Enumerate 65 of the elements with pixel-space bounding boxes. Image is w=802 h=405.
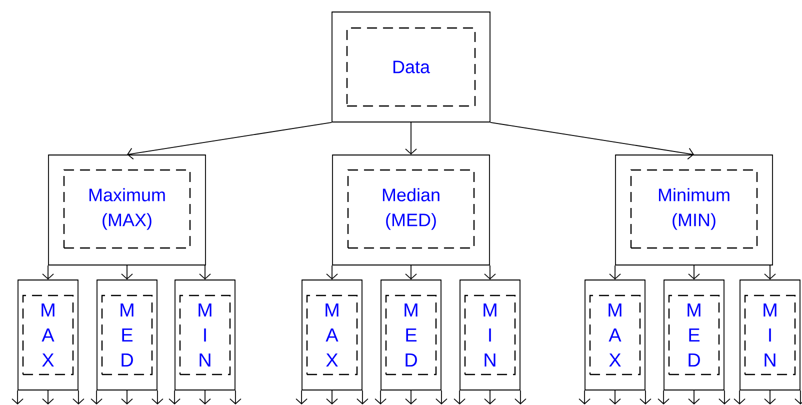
arrow xyxy=(734,390,746,404)
arrow xyxy=(514,390,526,404)
dashed-box: M I N xyxy=(179,294,231,376)
arrow xyxy=(42,265,54,280)
dashed-box: Minimum (MIN) xyxy=(630,169,758,249)
arrow xyxy=(688,390,700,404)
dashed-box: M E D xyxy=(101,294,153,376)
arrow xyxy=(127,122,332,160)
box xyxy=(584,280,646,390)
arrow xyxy=(658,390,670,404)
arrow xyxy=(42,390,54,404)
dashed-box: Data xyxy=(346,27,476,107)
dashed-box: M I N xyxy=(464,294,516,376)
dashed-box: Maximum (MAX) xyxy=(63,169,191,249)
arrow xyxy=(199,390,211,404)
arrow xyxy=(640,390,652,404)
arrow xyxy=(436,390,448,404)
arrow xyxy=(72,390,84,404)
arrow xyxy=(484,390,496,404)
arrow xyxy=(405,122,417,155)
box xyxy=(174,280,236,390)
dashed-box: M A X xyxy=(22,294,74,376)
arrow xyxy=(609,390,621,404)
dashed-box: M E D xyxy=(385,294,437,376)
dashed-box: M A X xyxy=(589,294,641,376)
arrow xyxy=(578,390,590,404)
box xyxy=(18,280,78,390)
arrow xyxy=(374,390,386,404)
box xyxy=(332,12,490,122)
dashed-box: M A X xyxy=(306,294,358,376)
arrow xyxy=(152,390,164,404)
arrow xyxy=(764,265,776,280)
arrow xyxy=(326,265,338,280)
arrow xyxy=(296,390,308,404)
box xyxy=(740,280,800,390)
dashed-box: M E D xyxy=(668,294,720,376)
box xyxy=(302,280,362,390)
box xyxy=(615,154,773,266)
arrow xyxy=(405,265,417,280)
arrow xyxy=(718,390,730,404)
arrow xyxy=(490,122,694,160)
arrow xyxy=(121,390,133,404)
arrow xyxy=(688,265,700,280)
arrow xyxy=(90,390,102,404)
arrow xyxy=(230,390,242,404)
arrow xyxy=(199,265,211,280)
dashed-box: M I N xyxy=(744,294,796,376)
box xyxy=(380,280,442,390)
arrow xyxy=(764,390,776,404)
arrow xyxy=(484,265,496,280)
arrow xyxy=(121,265,133,280)
arrow xyxy=(609,265,621,280)
box xyxy=(96,280,158,390)
box xyxy=(664,280,724,390)
box xyxy=(48,154,206,266)
dashed-box: Median (MED) xyxy=(347,169,475,249)
arrow xyxy=(405,390,417,404)
box xyxy=(460,280,520,390)
arrow xyxy=(12,390,24,404)
arrow xyxy=(356,390,368,404)
arrow xyxy=(454,390,466,404)
arrow xyxy=(168,390,180,404)
box xyxy=(332,154,490,266)
arrow xyxy=(794,390,802,404)
arrow xyxy=(326,390,338,404)
